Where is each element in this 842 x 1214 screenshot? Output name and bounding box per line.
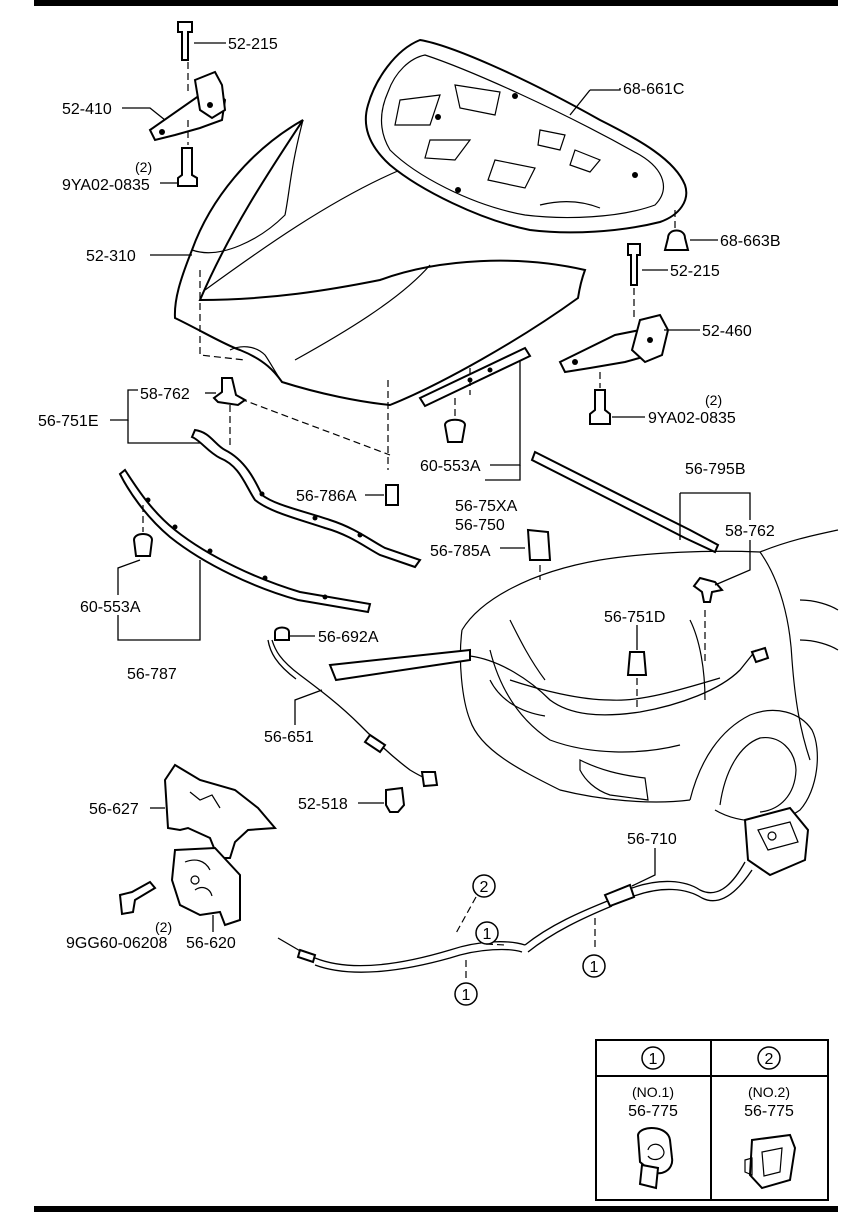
label-56-751e: 56-751E: [38, 413, 99, 430]
label-56-795b: 56-795B: [685, 461, 746, 478]
label-52-518: 52-518: [298, 796, 348, 813]
label-qty-2-a: (2): [135, 159, 152, 175]
callout-2-a: 2: [472, 874, 496, 898]
label-56-750: 56-750: [455, 517, 505, 534]
label-56-627: 56-627: [89, 801, 139, 818]
hood-seal-56-751e-drawing: [190, 428, 422, 569]
label-52-460: 52-460: [702, 323, 752, 340]
label-56-751d: 56-751D: [604, 609, 665, 626]
right-hinge-drawing: [558, 243, 670, 425]
label-60-553a-a: 60-553A: [420, 458, 481, 475]
callout-1-c-text: 1: [590, 959, 599, 976]
label-56-651: 56-651: [264, 729, 314, 746]
stopper-56-751d-drawing: [626, 651, 648, 676]
label-68-663b: 68-663B: [720, 233, 781, 250]
cable-lever-in-vehicle: [750, 646, 770, 664]
clip-no2-drawing: [744, 1133, 797, 1190]
label-52-215-b: 52-215: [670, 263, 720, 280]
bottom-rule: [34, 1206, 838, 1212]
leader-lines: [110, 42, 751, 932]
label-qty-2-c: (2): [155, 919, 172, 935]
label-56-785a: 56-785A: [430, 543, 491, 560]
label-52-215-a: 52-215: [228, 36, 278, 53]
label-qty-2-b: (2): [705, 392, 722, 408]
legend-col1-note: (NO.1): [632, 1084, 674, 1100]
clip-legend-table: 1 2 (NO.1) 56-775 (NO.2) 56-775: [595, 1039, 829, 1201]
label-56-710: 56-710: [627, 831, 677, 848]
hood-insulator-drawing: [364, 38, 688, 234]
left-hinge-drawing: [148, 21, 227, 187]
top-rule: [34, 0, 838, 6]
clip-58-762-left-drawing: [212, 377, 247, 407]
hood-seal-center-drawing: [418, 346, 532, 443]
callout-1-a-text: 1: [483, 926, 492, 943]
support-rod-drawing: [267, 639, 439, 788]
label-9gg60-06208: 9GG60-06208: [66, 935, 168, 952]
grommet-56-692a-drawing: [274, 626, 290, 641]
label-56-620: 56-620: [186, 935, 236, 952]
legend-col2-part: 56-775: [744, 1103, 794, 1120]
hood-seal-56-795b-drawing: [530, 450, 720, 554]
label-56-692a: 56-692A: [318, 629, 379, 646]
label-58-762-b: 58-762: [725, 523, 775, 540]
hood-seal-56-751e-holes: [259, 491, 363, 538]
cable-routing-arrowhead: [328, 648, 471, 682]
callout-1-b: 1: [454, 982, 478, 1006]
clip-56-786a-drawing: [385, 484, 399, 506]
latch-cover-56-627-drawing: [163, 763, 278, 859]
holder-52-518-drawing: [385, 786, 406, 813]
clip-no1-drawing: [636, 1127, 674, 1190]
callout-1-c: 1: [582, 954, 606, 978]
hood-seal-56-787-holes: [145, 497, 328, 600]
hood-panel-drawing: [173, 119, 587, 470]
label-9ya02-0835-b: 9YA02-0835: [648, 410, 736, 427]
legend-col1-marker: 1: [649, 1051, 658, 1068]
hood-bumper-drawing: [663, 229, 690, 251]
callout-2-a-text: 2: [480, 879, 489, 896]
label-52-410: 52-410: [62, 101, 112, 118]
vehicle-front-drawing: [459, 529, 839, 822]
label-56-787: 56-787: [127, 666, 177, 683]
clip-58-762-right-drawing: [692, 576, 724, 603]
label-52-310: 52-310: [86, 248, 136, 265]
label-9ya02-0835-a: 9YA02-0835: [62, 177, 150, 194]
legend-col1-part: 56-775: [628, 1103, 678, 1120]
clip-60-553a-left-drawing: [132, 533, 154, 557]
hood-seal-56-787-drawing: [118, 468, 372, 614]
latch-56-620-drawing: [170, 846, 241, 927]
label-58-762-a: 58-762: [140, 386, 190, 403]
release-cable-drawing: [277, 806, 810, 973]
bolt-9gg60-06208-drawing: [118, 880, 157, 916]
callout-1-a: 1: [475, 921, 499, 945]
legend-col2-marker: 2: [765, 1051, 774, 1068]
label-56-786a: 56-786A: [296, 488, 357, 505]
label-56-75xa: 56-75XA: [455, 498, 518, 515]
label-68-661c: 68-661C: [623, 81, 684, 98]
label-60-553a-b: 60-553A: [80, 599, 141, 616]
callout-1-b-text: 1: [462, 987, 471, 1004]
block-56-785a-drawing: [526, 528, 552, 561]
legend-col2-note: (NO.2): [748, 1084, 790, 1100]
cable-in-vehicle: [469, 649, 757, 716]
